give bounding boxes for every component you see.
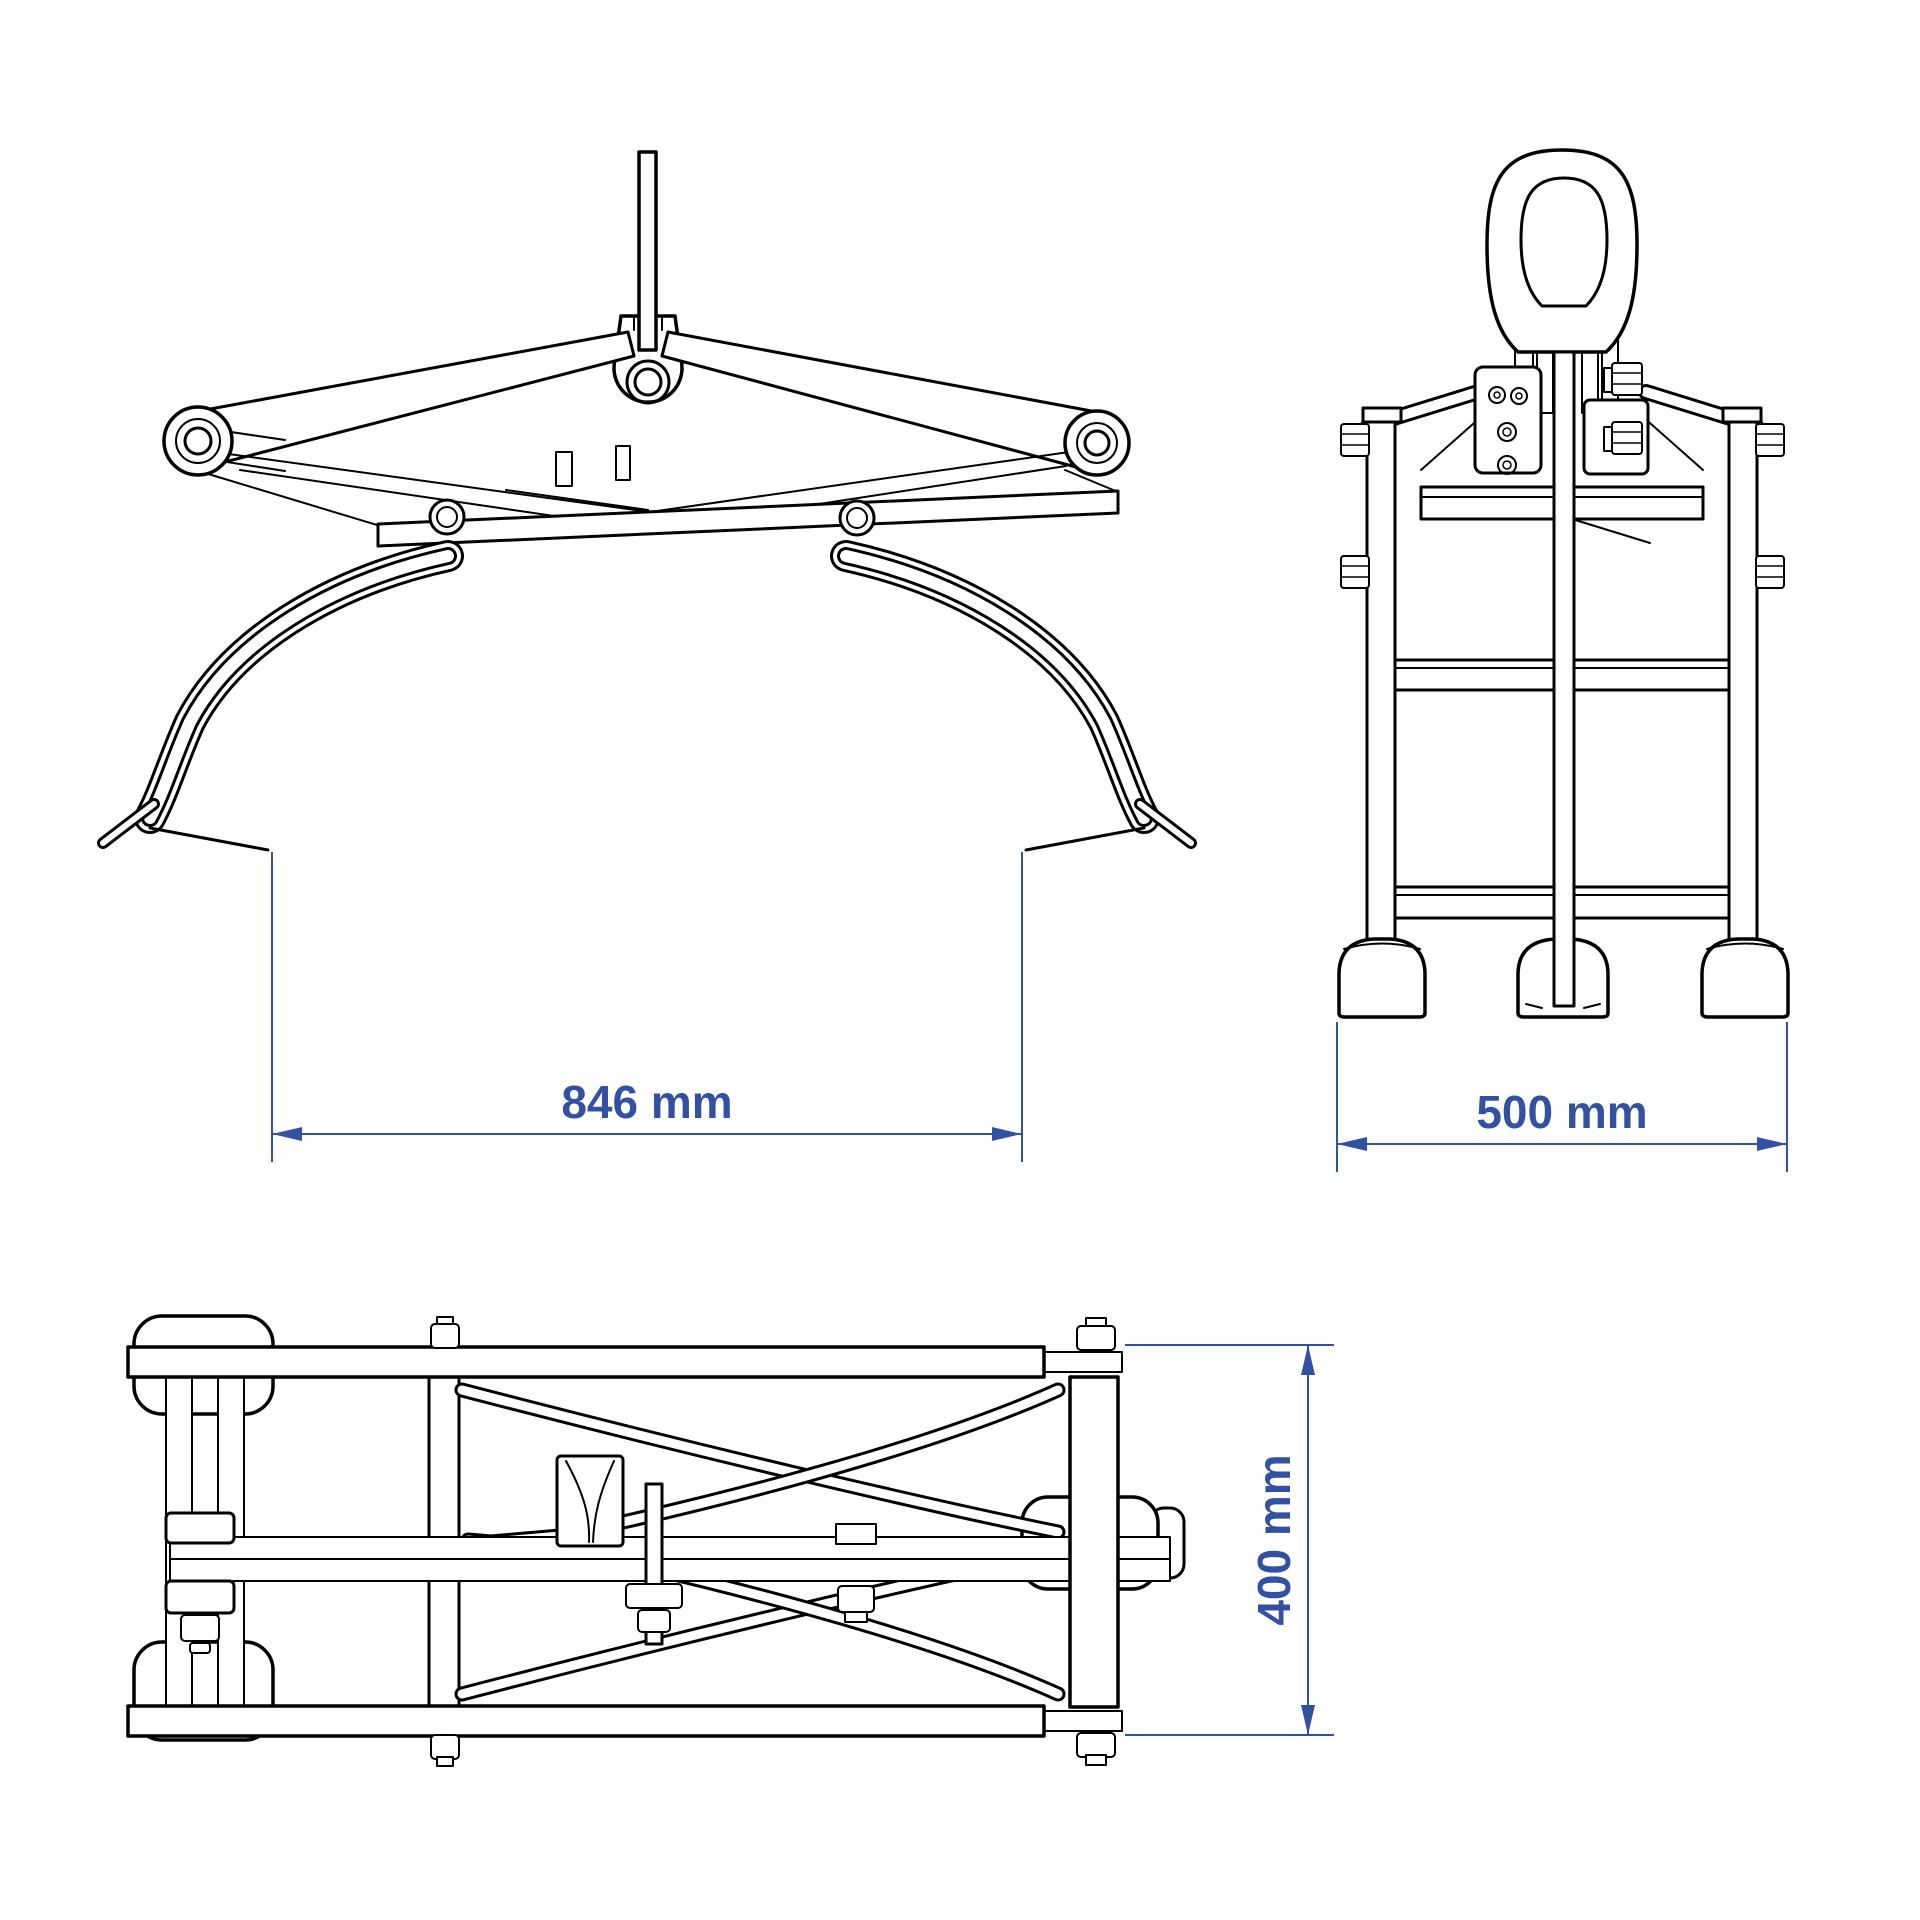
post-bolts: [1340, 423, 1785, 589]
tong-arm-right: [846, 556, 1191, 852]
extension-lines: [1125, 1344, 1334, 1736]
center-clip-1: [555, 451, 573, 487]
left-roller: [162, 405, 286, 477]
post-right: [1727, 420, 1759, 944]
dimension-label-400: 400 mm: [1248, 1454, 1300, 1625]
side-braces: [1368, 392, 1756, 471]
dimension-label-500: 500 mm: [1476, 1086, 1647, 1138]
center-strap-line: [505, 489, 649, 511]
arrowhead-top-icon: [1301, 1345, 1315, 1375]
center-pin: [625, 359, 671, 405]
arrowhead-right-icon: [992, 1127, 1022, 1141]
dimension-plan-height: 400 mm: [1125, 1344, 1334, 1736]
arrowhead-bottom-icon: [1301, 1705, 1315, 1735]
housing-left: [1473, 365, 1543, 475]
front-view: 846 mm: [103, 150, 1191, 1162]
center-bar: [1552, 350, 1576, 1008]
post-left: [1365, 420, 1397, 944]
deck-edge-line-4: [1064, 469, 1119, 493]
bail-rod: [637, 150, 658, 352]
dimension-side-width: 500 mm: [1336, 1022, 1788, 1172]
foot-right: [1700, 937, 1790, 1019]
dimension-label-846: 846 mm: [561, 1076, 732, 1128]
tong-tip-right: [1024, 826, 1146, 852]
lifting-eye: [1485, 148, 1639, 354]
post-cap-right: [1721, 406, 1763, 424]
bottom-view: 400 mm: [126, 1314, 1334, 1767]
cross-member: [376, 489, 1120, 548]
foot-left: [1337, 937, 1427, 1019]
left-nut-stack: [164, 1511, 236, 1654]
center-clip-2: [615, 445, 631, 481]
washer-2: [1603, 426, 1613, 452]
rail-top: [126, 1345, 1046, 1379]
eye-hole: [1519, 176, 1609, 308]
extension-lines: [1336, 1022, 1788, 1172]
rail-connector-bottom: [1039, 1710, 1123, 1732]
tie-rod-upper: [169, 1536, 1171, 1560]
hex-bolt-2: [1611, 421, 1643, 455]
housing-right: [1582, 362, 1650, 476]
mid-bolt: [835, 1523, 877, 1623]
post-cap-left: [1361, 406, 1403, 424]
center-nut-stack: [625, 1583, 683, 1633]
arrowhead-left-icon: [1337, 1137, 1367, 1151]
extension-lines: [271, 852, 1023, 1162]
tie-rod-lower: [169, 1558, 1171, 1582]
arrowhead-left-icon: [272, 1127, 302, 1141]
pivot-bolt-left: [428, 498, 466, 536]
clevis-notch-lines: [633, 315, 663, 331]
dimension-front-width: 846 mm: [271, 852, 1023, 1162]
hex-bolt-1: [1611, 362, 1643, 396]
tong-arm-left: [103, 556, 448, 852]
tong-tip-left: [148, 826, 270, 852]
side-view: 500 mm: [1336, 148, 1790, 1172]
upper-arm-right: [660, 330, 1104, 476]
washer-1: [1603, 367, 1613, 393]
upper-arm-left: [192, 330, 636, 472]
pivot-bolt-right: [838, 499, 876, 537]
plan-bolts: [430, 1316, 1116, 1767]
right-cross-bar: [1068, 1375, 1120, 1709]
arrowhead-right-icon: [1757, 1137, 1787, 1151]
rail-connector-top: [1039, 1351, 1123, 1373]
right-lug: [1063, 409, 1131, 477]
v-block: [555, 1454, 625, 1548]
rail-bottom: [126, 1704, 1046, 1738]
